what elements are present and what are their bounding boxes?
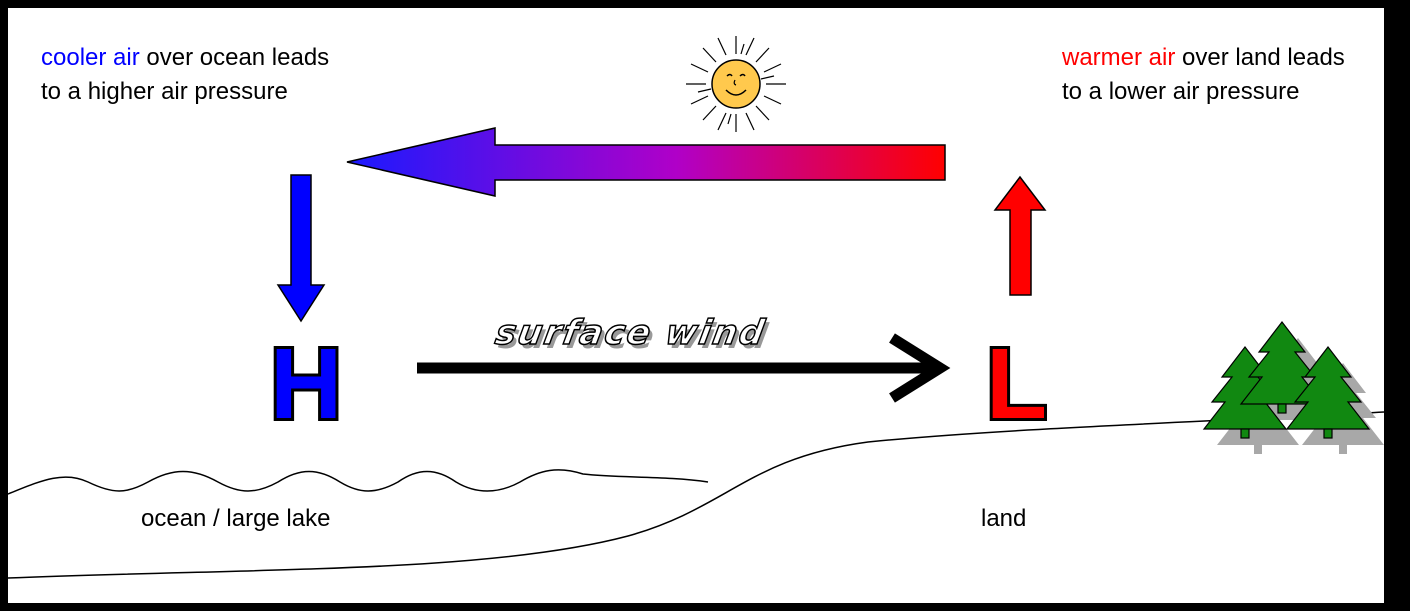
ocean-caption-line1: cooler air over ocean leads <box>41 41 329 75</box>
high-pressure-letter: H <box>270 334 342 434</box>
upper-air-arrow <box>347 128 945 196</box>
land-surface-line <box>8 412 1384 578</box>
land-caption-line1: warmer air over land leads <box>1062 41 1345 75</box>
sinking-air-arrow <box>278 175 324 321</box>
warmer-air-highlight: warmer air <box>1062 44 1175 71</box>
land-caption-line2: to a lower air pressure <box>1062 75 1345 109</box>
land-caption-line1-rest: over land leads <box>1175 44 1344 71</box>
cooler-air-highlight: cooler air <box>41 44 140 71</box>
ocean-surface-line <box>8 470 708 494</box>
surface-wind-label: surface wind <box>492 313 769 353</box>
rising-air-arrow <box>995 177 1045 295</box>
land-label: land <box>981 505 1026 533</box>
ocean-pressure-caption: cooler air over ocean leads to a higher … <box>41 41 329 109</box>
ocean-caption-line2: to a higher air pressure <box>41 75 329 109</box>
ocean-caption-line1-rest: over ocean leads <box>140 44 329 71</box>
sun-icon <box>686 36 786 132</box>
trees-icon <box>1204 322 1384 454</box>
land-pressure-caption: warmer air over land leads to a lower ai… <box>1062 41 1345 109</box>
diagram-panel: cooler air over ocean leads to a higher … <box>8 8 1384 603</box>
low-pressure-letter: L <box>986 334 1047 434</box>
ocean-label: ocean / large lake <box>141 505 330 533</box>
